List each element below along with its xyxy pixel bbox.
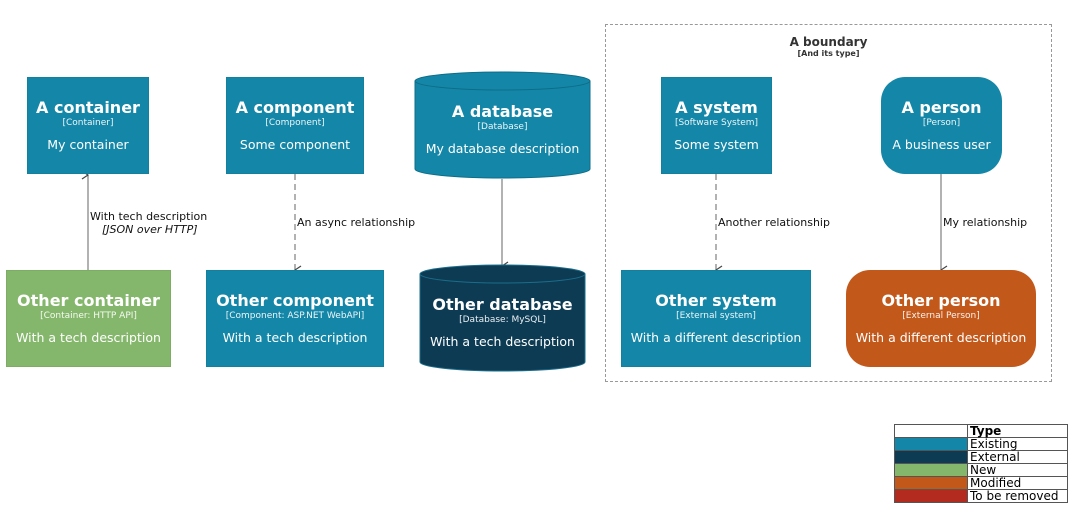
rel-label-mine: My relationship bbox=[943, 216, 1028, 229]
node-title: A person bbox=[901, 97, 982, 117]
rel-label-tech-technology: [JSON over HTTP] bbox=[102, 223, 198, 236]
legend-label: Existing bbox=[967, 437, 1068, 451]
node-desc: My container bbox=[47, 136, 129, 152]
node-title: Other database bbox=[432, 294, 573, 314]
node-desc: Some component bbox=[239, 136, 351, 152]
node-desc: A business user bbox=[892, 136, 991, 152]
node-type: [Software System] bbox=[674, 117, 759, 128]
legend-label: External bbox=[967, 450, 1068, 464]
node-a-person[interactable]: A person [Person] A business user bbox=[881, 77, 1002, 174]
legend-swatch bbox=[894, 450, 968, 464]
node-title: Other container bbox=[17, 290, 160, 310]
database-cylinder-icon bbox=[414, 71, 591, 179]
node-title: A database bbox=[451, 101, 554, 121]
node-other-component[interactable]: Other component [Component: ASP.NET WebA… bbox=[206, 270, 384, 367]
node-desc: With a tech description bbox=[430, 333, 575, 349]
rel-label-tech: With tech description [JSON over HTTP] bbox=[90, 210, 207, 236]
node-desc: My database description bbox=[425, 140, 580, 156]
node-desc: Some system bbox=[674, 136, 759, 152]
node-title: A system bbox=[675, 97, 758, 117]
node-type: [Component] bbox=[265, 117, 325, 128]
boundary-title: A boundary bbox=[789, 35, 868, 49]
node-title: A container bbox=[36, 97, 140, 117]
legend-row: External bbox=[894, 450, 1068, 464]
legend-header-row: Type bbox=[894, 424, 1068, 438]
legend-swatch bbox=[894, 437, 968, 451]
node-other-container[interactable]: Other container [Container: HTTP API] Wi… bbox=[6, 270, 171, 367]
legend-label: New bbox=[967, 463, 1068, 477]
legend-row: Modified bbox=[894, 476, 1068, 490]
boundary-type: [And its type] bbox=[797, 49, 860, 58]
node-type: [Person] bbox=[922, 117, 961, 128]
rel-label-another: Another relationship bbox=[718, 216, 830, 229]
node-desc: With a tech description bbox=[222, 329, 368, 345]
node-type: [Database] bbox=[477, 121, 528, 132]
legend-row: Existing bbox=[894, 437, 1068, 451]
legend-label: Modified bbox=[967, 476, 1068, 490]
node-other-person[interactable]: Other person [External Person] With a di… bbox=[846, 270, 1036, 367]
node-title: Other system bbox=[655, 290, 777, 310]
node-type: [External system] bbox=[676, 310, 756, 321]
node-a-system[interactable]: A system [Software System] Some system bbox=[661, 77, 772, 174]
node-a-container[interactable]: A container [Container] My container bbox=[27, 77, 149, 174]
node-title: Other component bbox=[216, 290, 374, 310]
legend-header: Type bbox=[967, 424, 1068, 438]
boundary: A boundary [And its type] bbox=[605, 24, 1052, 382]
node-title: Other person bbox=[881, 290, 1001, 310]
node-type: [Container: HTTP API] bbox=[40, 310, 137, 321]
legend-row: New bbox=[894, 463, 1068, 477]
rel-label-tech-text: With tech description bbox=[90, 210, 208, 223]
node-other-system[interactable]: Other system [External system] With a di… bbox=[621, 270, 811, 367]
node-desc: With a different description bbox=[630, 329, 802, 345]
legend-table: Type Existing External New Modified To b… bbox=[894, 424, 1068, 503]
node-other-database[interactable]: Other database [Database: MySQL] With a … bbox=[419, 264, 586, 373]
node-desc: With a tech description bbox=[16, 329, 161, 345]
legend-swatch bbox=[894, 463, 968, 477]
legend-label: To be removed bbox=[967, 489, 1068, 503]
node-a-component[interactable]: A component [Component] Some component bbox=[226, 77, 364, 174]
node-type: [Component: ASP.NET WebAPI] bbox=[225, 310, 365, 321]
node-desc: With a different description bbox=[855, 329, 1027, 345]
database-cylinder-icon bbox=[419, 264, 586, 372]
node-title: A component bbox=[235, 97, 355, 117]
node-type: [External Person] bbox=[902, 310, 980, 321]
legend-swatch bbox=[894, 476, 968, 490]
node-type: [Container] bbox=[62, 117, 114, 128]
legend-swatch bbox=[894, 489, 968, 503]
rel-label-async: An async relationship bbox=[297, 216, 416, 229]
legend-header-blank bbox=[894, 424, 968, 438]
node-a-database[interactable]: A database [Database] My database descri… bbox=[414, 71, 591, 180]
legend-row: To be removed bbox=[894, 489, 1068, 503]
node-type: [Database: MySQL] bbox=[459, 314, 546, 325]
